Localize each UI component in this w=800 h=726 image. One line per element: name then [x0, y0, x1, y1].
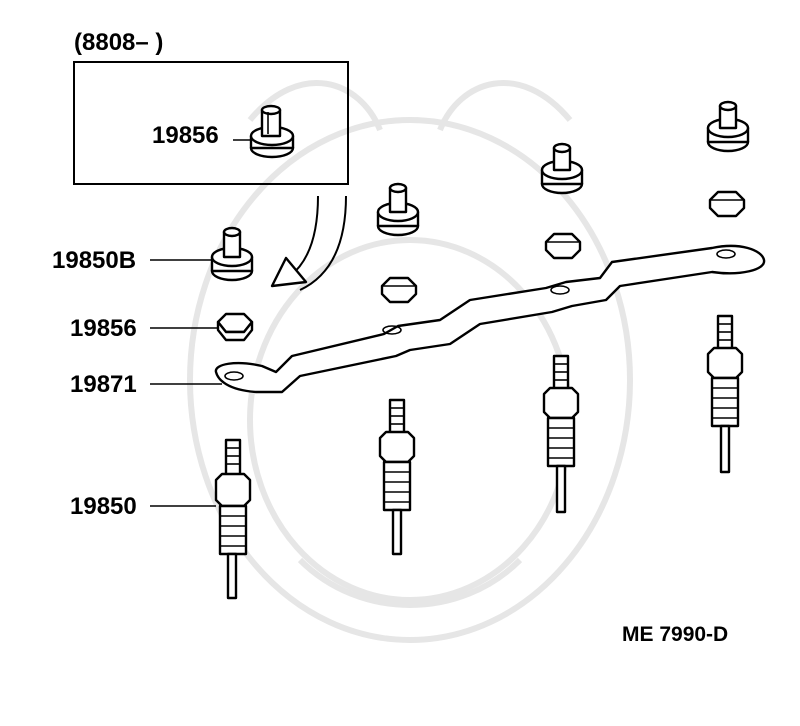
curved-arrow — [270, 195, 347, 291]
callout-19856: 19856 — [70, 315, 137, 342]
inset-terminal-nut — [249, 104, 295, 159]
callout-19871: 19871 — [70, 371, 137, 398]
inset-box — [73, 61, 349, 185]
terminal-nut-2 — [376, 182, 420, 237]
glow-plug-1 — [214, 438, 252, 600]
hex-nut-3 — [544, 232, 582, 260]
hex-nut-2 — [380, 276, 418, 304]
terminal-nut-3 — [540, 142, 584, 195]
diagram-code: ME 7990-D — [622, 623, 728, 646]
callout-19850: 19850 — [70, 493, 137, 520]
glow-plug-3 — [542, 354, 580, 514]
callout-19850b: 19850B — [52, 247, 136, 274]
terminal-nut-4 — [706, 100, 750, 153]
hex-nut-left — [216, 312, 254, 342]
glow-plug-4 — [706, 314, 744, 474]
date-range-label: (8808– ) — [74, 29, 163, 56]
terminal-nut-left — [210, 226, 254, 282]
callout-inset-nut: 19856 — [152, 122, 219, 149]
bus-bar — [214, 244, 766, 394]
glow-plug-2 — [378, 398, 416, 556]
hex-nut-4 — [708, 190, 746, 218]
